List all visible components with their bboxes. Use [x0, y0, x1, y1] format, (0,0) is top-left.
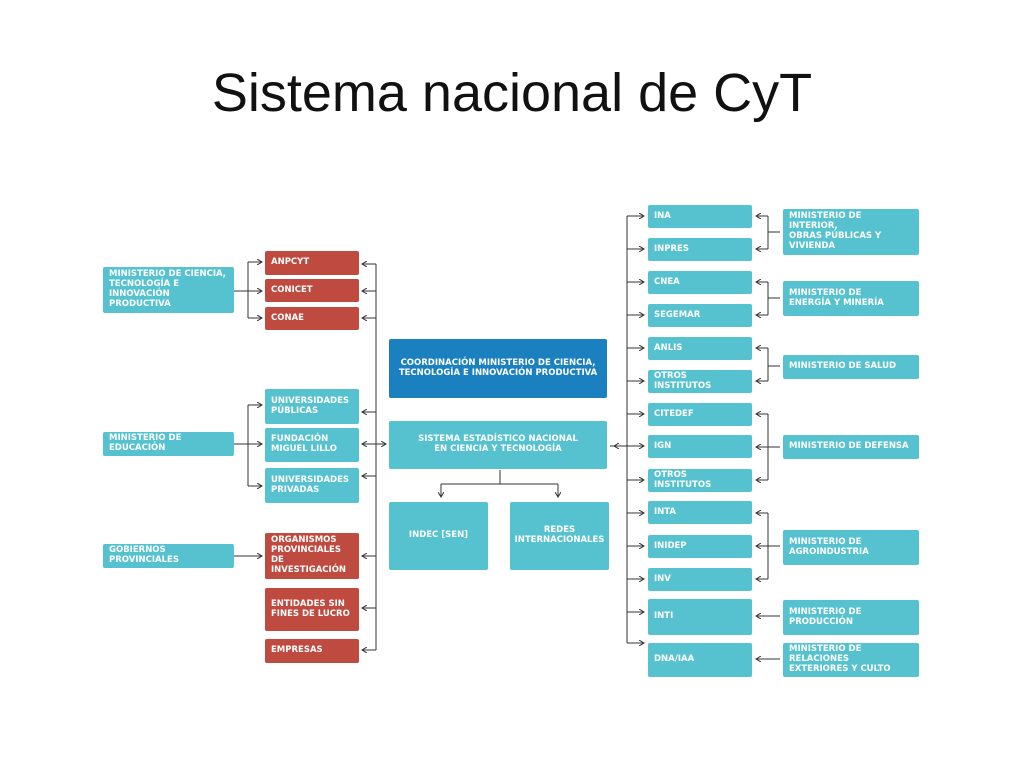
page-title: Sistema nacional de CyT [211, 63, 813, 123]
institute-citedef: CITEDEF [648, 403, 752, 426]
ministry-mincyt: Ministerio de Ciencia, Tecnología e Inno… [103, 267, 234, 313]
ministry-produccion: Ministerio de Producción [783, 600, 919, 635]
institute-inta: INTA [648, 501, 752, 524]
entity-fundacion-miguel-lillo: Fundación Miguel Lillo [265, 428, 359, 462]
institute-ign: IGN [648, 435, 752, 458]
ministry-salud: Ministerio de Salud [783, 355, 919, 379]
ministry-relaciones-exteriores: Ministerio de Relaciones Exteriores y Cu… [783, 643, 919, 677]
institute-ina: INA [648, 205, 752, 228]
entity-entidades-sin-fines-de-lucro: Entidades sin fines de lucro [265, 588, 359, 631]
redes-internacionales: Redes internacionales [510, 502, 609, 570]
gobiernos-provinciales: Gobiernos provinciales [103, 544, 234, 568]
entity-organismos-provinciales: Organismos provinciales de investigación [265, 533, 359, 579]
institute-otros-1: Otros institutos [648, 370, 752, 393]
institute-cnea: CNEA [648, 271, 752, 294]
institute-anlis: ANLIS [648, 337, 752, 360]
entity-universidades-publicas: Universidades Públicas [265, 389, 359, 424]
institute-segemar: SEGEMAR [648, 304, 752, 327]
entity-anpcyt: ANPCYT [265, 251, 359, 275]
entity-empresas: Empresas [265, 639, 359, 663]
entity-conicet: CONICET [265, 279, 359, 302]
coordinacion-mincyt: Coordinación Ministerio de Ciencia, Tecn… [389, 339, 607, 398]
indec-sen: INDEC [SEN] [389, 502, 488, 570]
institute-inti: INTI [648, 599, 752, 635]
institute-dna-iaa: DNA/IAA [648, 643, 752, 677]
ministry-educacion: Ministerio de Educación [103, 432, 234, 456]
sistema-estadistico-nacional: Sistema Estadístico Nacional en Ciencia … [389, 421, 607, 469]
entity-conae: CONAE [265, 307, 359, 330]
institute-otros-2: Otros institutos [648, 469, 752, 492]
ministry-energia: Ministerio de Energía y Minería [783, 281, 919, 316]
ministry-defensa: Ministerio de Defensa [783, 435, 919, 459]
ministry-agroindustria: Ministerio de Agroindustria [783, 530, 919, 565]
entity-universidades-privadas: Universidades Privadas [265, 468, 359, 503]
institute-inv: INV [648, 568, 752, 591]
ministry-interior: Ministerio de Interior, Obras Públicas y… [783, 209, 919, 255]
institute-inidep: INIDEP [648, 535, 752, 558]
institute-inpres: INPRES [648, 238, 752, 261]
